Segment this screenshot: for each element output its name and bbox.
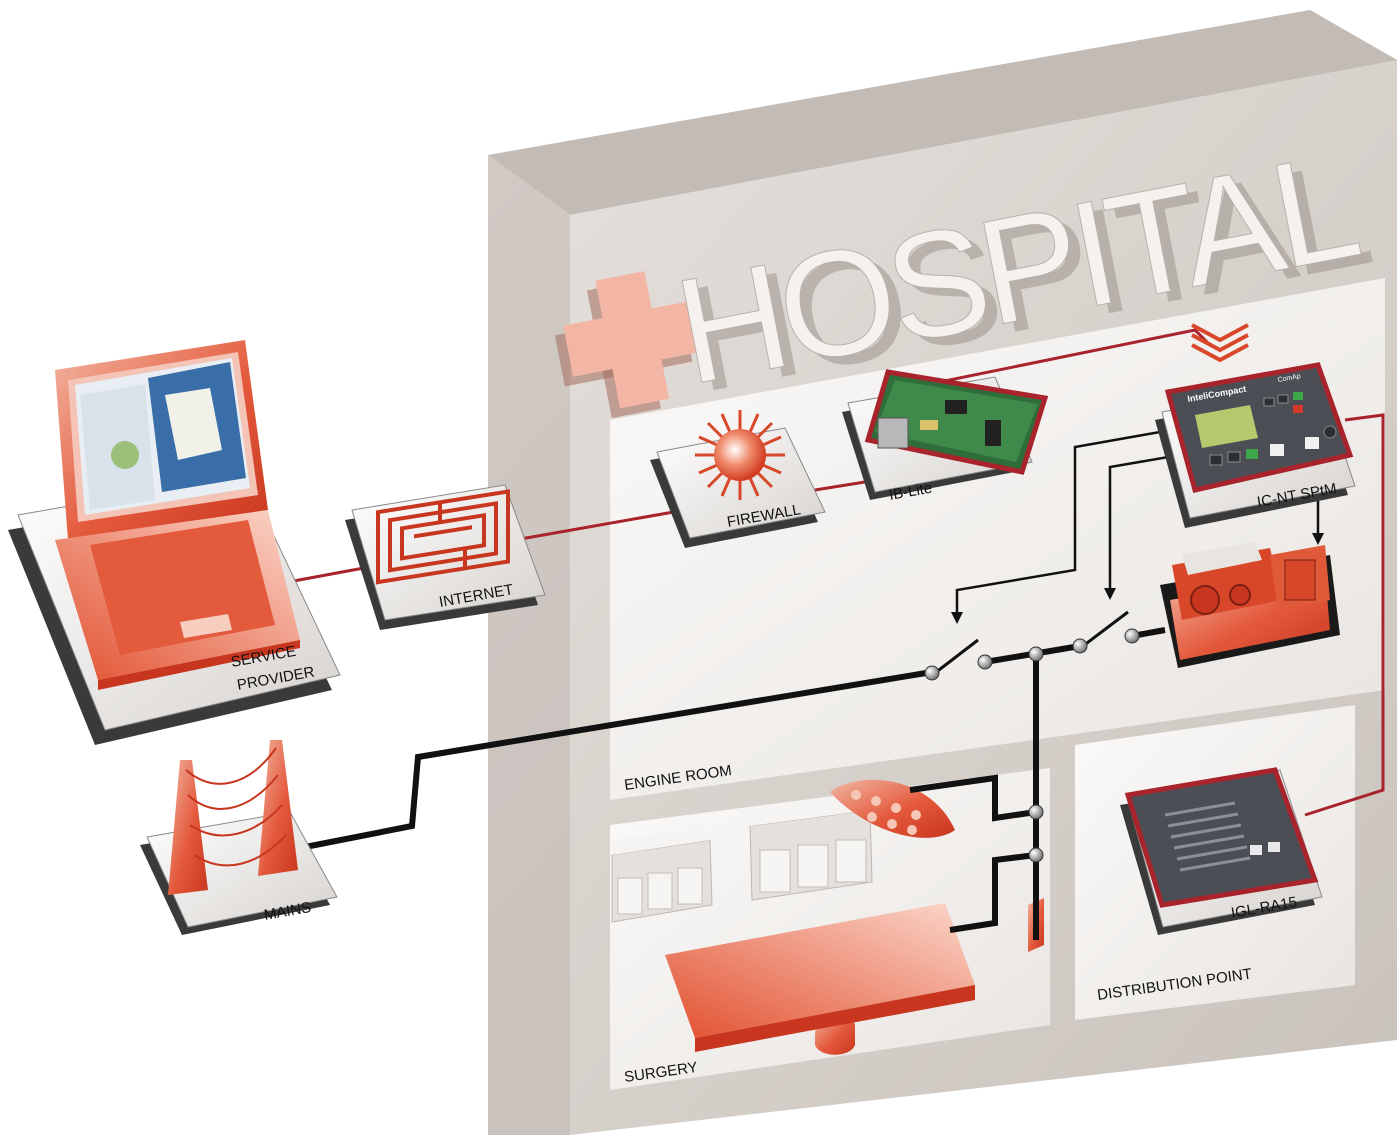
controller-maker: ComAp: [1277, 373, 1301, 384]
surgery-feed-2: [949, 852, 1037, 933]
firewall-sun-icon: [695, 410, 785, 500]
generator-engine-icon: [1170, 542, 1330, 660]
link-internet-firewall: [514, 508, 686, 542]
internet-node: INTERNET: [345, 484, 546, 630]
red-cross-icon: [554, 271, 701, 419]
iblite-node: IB-Lite: [842, 369, 1049, 504]
remote-panel-node: IGL-RA15: [1120, 767, 1323, 935]
igl-ra15-panel-icon: [1124, 767, 1319, 908]
power-pylon-icon: [168, 740, 298, 895]
signal-waves-icon: [1191, 323, 1249, 363]
surgery-equipment: [611, 779, 1044, 1055]
surgical-lamp-icon: [830, 779, 955, 838]
cabinet-right: [749, 796, 873, 901]
mains-feed: [299, 669, 933, 851]
intelicompact-controller-icon: InteliCompact ComAp: [1164, 362, 1354, 493]
link-controller-panel: [1304, 413, 1385, 817]
mains-node: MAINS: [140, 740, 338, 935]
operating-table-icon: [665, 903, 975, 1055]
surgery-feed-1: [909, 774, 1037, 822]
ib-lite-board-icon: [864, 369, 1049, 475]
laptop-screen-map: [75, 358, 250, 515]
maze-icon: [376, 489, 510, 585]
service-provider: SERVICE PROVIDER: [8, 340, 341, 745]
control-arrows: [951, 430, 1324, 624]
laptop-icon: [55, 340, 300, 690]
firewall-node: FIREWALL: [650, 410, 826, 548]
controller-node: InteliCompact ComAp IC-NT SPtM: [1155, 362, 1356, 528]
building-roof: [488, 10, 1397, 215]
cabinet-left: [611, 828, 713, 923]
breakers: [924, 610, 1140, 863]
power-lines: [299, 627, 1166, 940]
generator-node: [1160, 542, 1340, 668]
